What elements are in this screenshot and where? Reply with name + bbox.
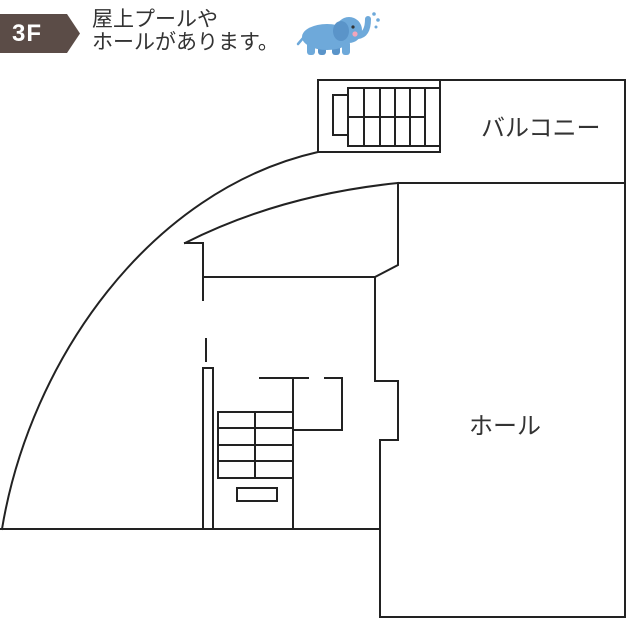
stairwell-left-wall <box>202 367 214 529</box>
water-drop-3 <box>374 25 378 29</box>
outer-curved-wall <box>0 150 320 531</box>
closet-wall <box>292 377 343 431</box>
water-drop-2 <box>376 18 380 22</box>
water-drop-1 <box>372 12 376 16</box>
inner-curved-wall <box>183 181 400 245</box>
description-line-1: 屋上プールや <box>92 7 218 31</box>
stair-landing-mark <box>236 487 278 502</box>
stair-landing-mark <box>332 94 349 136</box>
staircase-icon <box>332 87 441 147</box>
floor-badge: 3F <box>0 14 80 53</box>
elephant-ear <box>333 21 349 41</box>
elephant-icon <box>296 12 380 55</box>
room-label-balcony: バルコニー <box>481 114 601 142</box>
room-label-hall: ホール <box>469 412 541 440</box>
description-line-2: ホールがあります。 <box>92 30 279 54</box>
floor-description: 屋上プールや ホールがあります。 <box>92 8 279 54</box>
staircase-icon <box>217 411 294 502</box>
elephant-trunk <box>355 16 371 39</box>
elephant-eye <box>351 25 355 29</box>
floor-badge-label: 3F <box>12 20 43 47</box>
inner-notch-wall <box>184 242 204 301</box>
elephant-cheek <box>352 31 358 37</box>
hall-left-wall <box>374 182 399 618</box>
